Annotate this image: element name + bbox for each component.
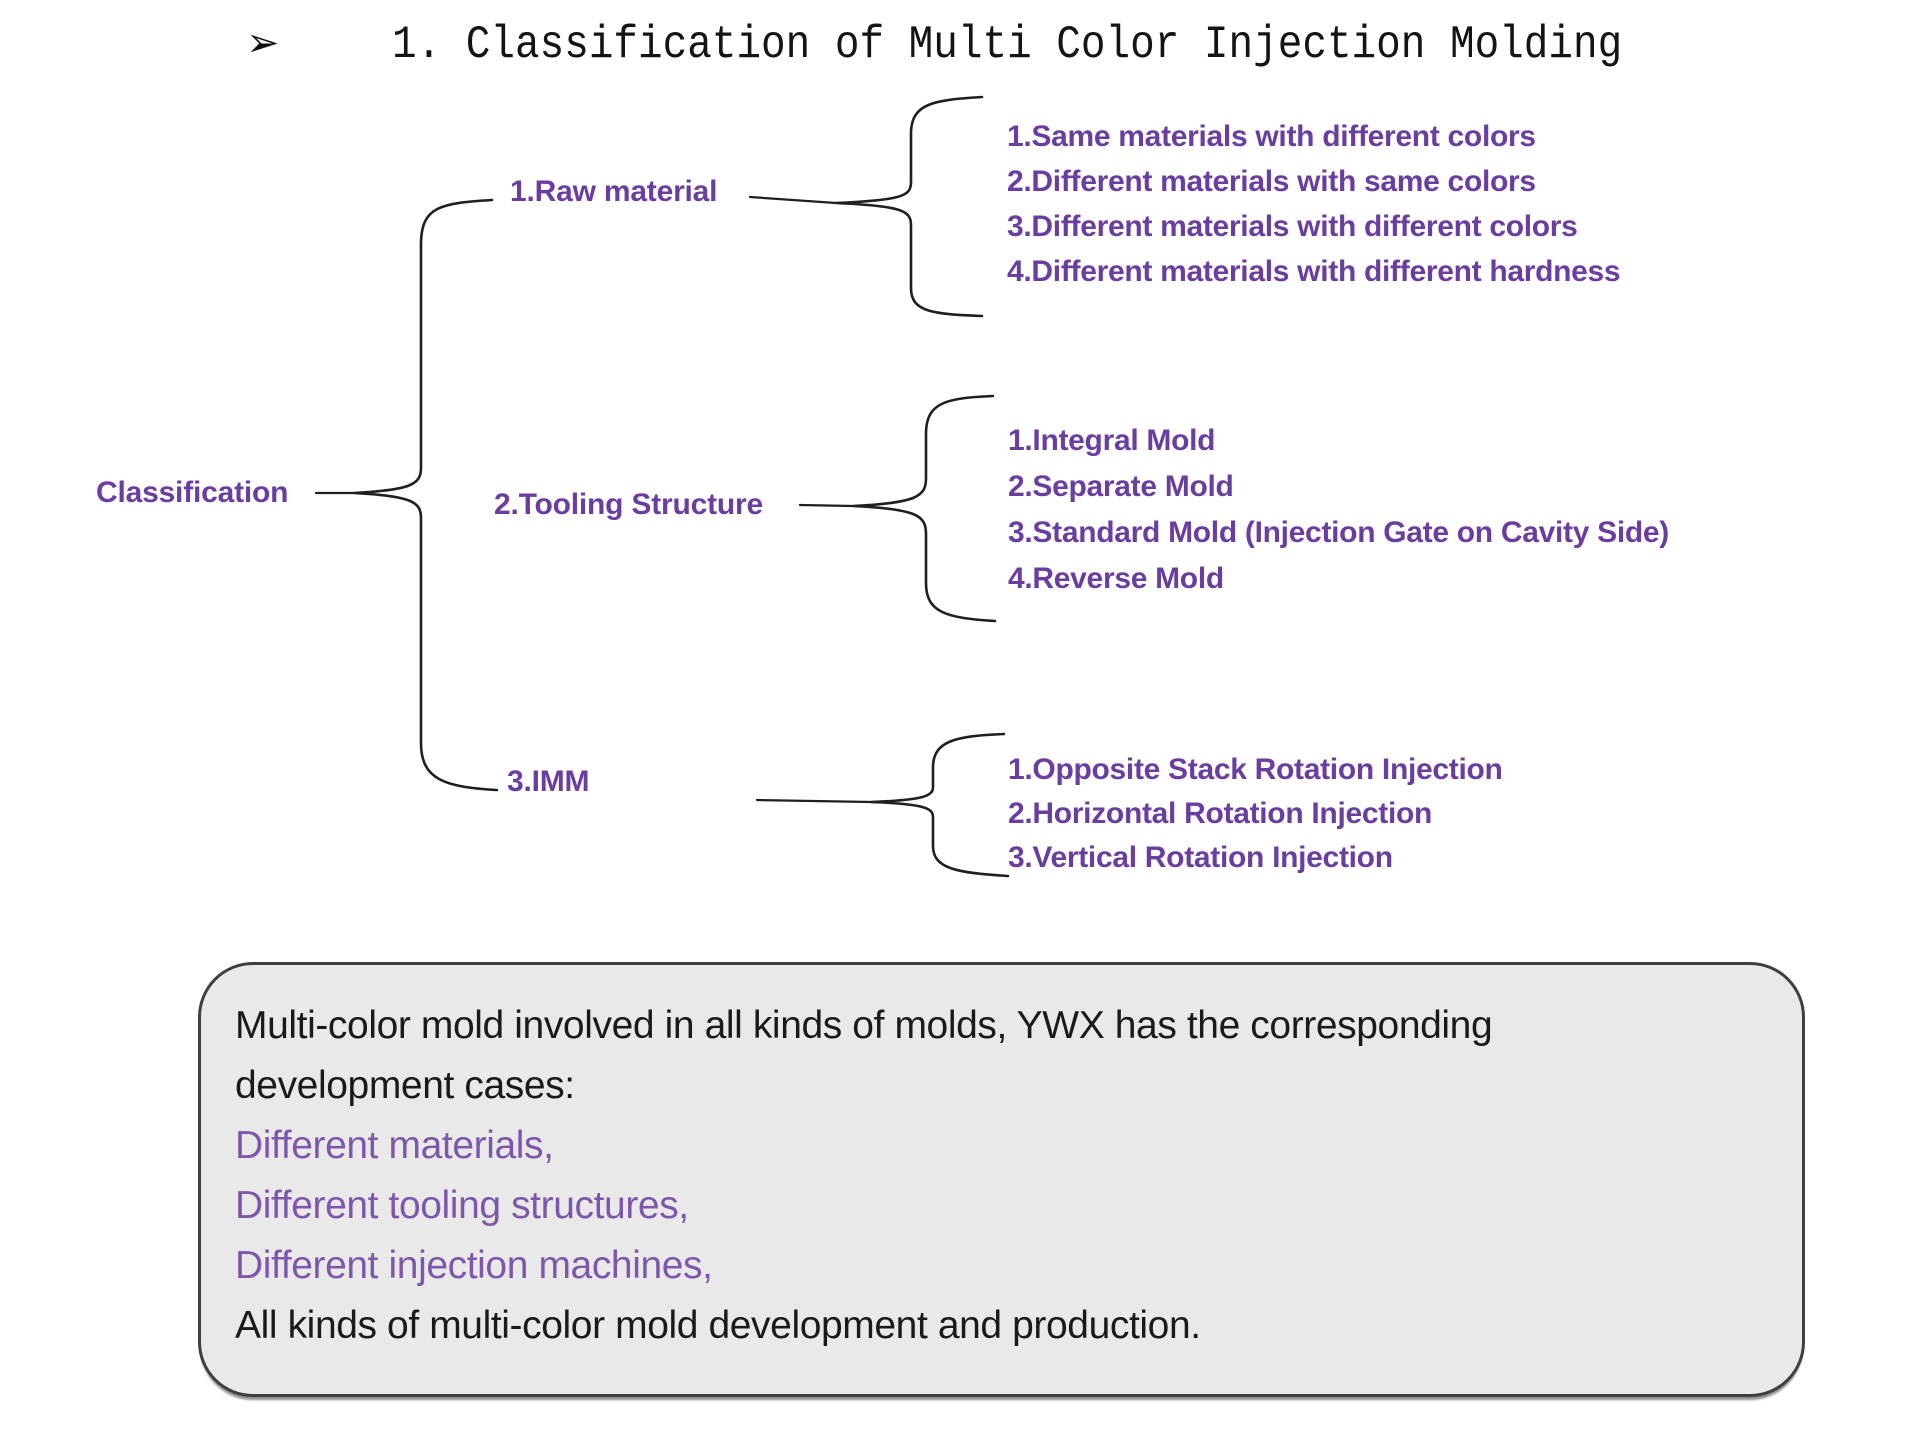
- connector-tooling: [798, 503, 855, 508]
- tooling-structure-items: 1.Integral Mold 2.Separate Mold 3.Standa…: [1008, 418, 1669, 602]
- note-box-text: Multi-color mold involved in all kinds o…: [235, 996, 1775, 1356]
- raw-material-items: 1.Same materials with different colors 2…: [1007, 114, 1621, 294]
- list-item: 3.Different materials with different col…: [1007, 210, 1578, 243]
- list-item: 3.Vertical Rotation Injection: [1008, 841, 1393, 874]
- connector-raw-material: [748, 195, 838, 205]
- imm-items: 1.Opposite Stack Rotation Injection 2.Ho…: [1008, 748, 1503, 880]
- note-line: Different materials,: [235, 1124, 554, 1167]
- page-title: 1. Classification of Multi Color Injecti…: [392, 20, 1623, 72]
- list-item: 2.Different materials with same colors: [1007, 165, 1536, 198]
- curly-brace-tooling: [852, 394, 997, 623]
- note-line: Multi-color mold involved in all kinds o…: [235, 1004, 1493, 1047]
- branch-label-tooling-structure: 2.Tooling Structure: [494, 488, 763, 521]
- list-item: 1.Same materials with different colors: [1007, 120, 1536, 153]
- branch-label-raw-material: 1.Raw material: [510, 175, 718, 208]
- note-line: All kinds of multi-color mold developmen…: [235, 1304, 1201, 1347]
- arrow-bullet-icon: ➢: [246, 20, 280, 66]
- list-item: 1.Opposite Stack Rotation Injection: [1008, 753, 1503, 786]
- list-item: 2.Horizontal Rotation Injection: [1008, 797, 1433, 830]
- list-item: 4.Reverse Mold: [1008, 562, 1224, 595]
- note-line: Different tooling structures,: [235, 1184, 689, 1227]
- list-item: 3.Standard Mold (Injection Gate on Cavit…: [1008, 516, 1669, 549]
- curly-brace-root: [353, 198, 499, 792]
- root-label-classification: Classification: [96, 476, 289, 509]
- list-item: 1.Integral Mold: [1008, 424, 1216, 457]
- branch-label-imm: 3.IMM: [507, 765, 590, 798]
- note-line: development cases:: [235, 1064, 575, 1107]
- list-item: 4.Different materials with different har…: [1007, 255, 1621, 288]
- note-box: [198, 962, 1805, 1397]
- connector-imm: [755, 798, 873, 804]
- curly-brace-imm: [870, 732, 1010, 878]
- curly-brace-raw-material: [835, 95, 984, 318]
- note-line: Different injection machines,: [235, 1244, 713, 1287]
- list-item: 2.Separate Mold: [1008, 470, 1234, 503]
